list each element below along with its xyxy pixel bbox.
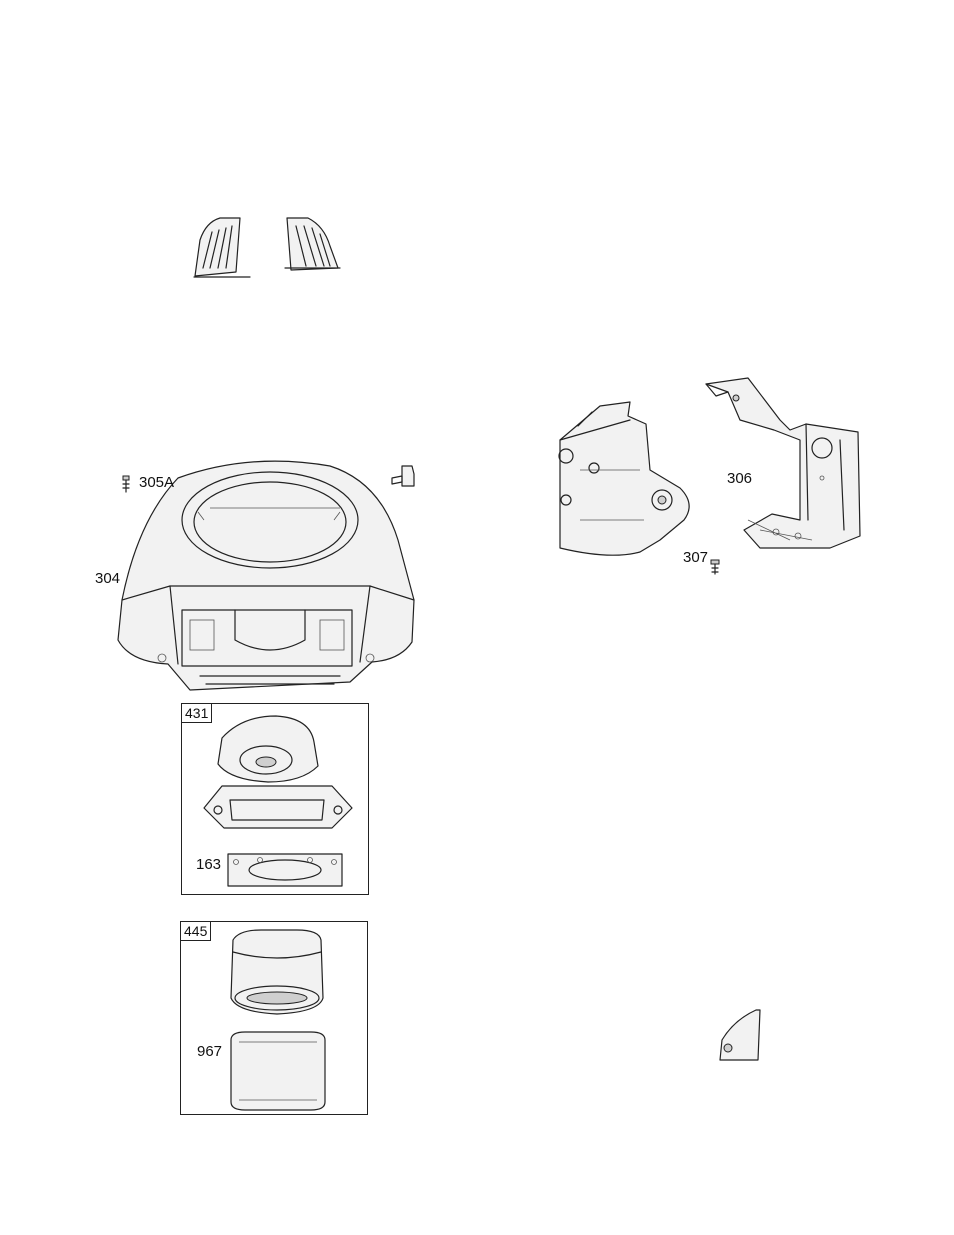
small-bracket: [720, 1010, 760, 1060]
kit-box-445: 445 967: [180, 921, 368, 1115]
engine-shroud-left: [559, 402, 689, 555]
part-label-163: 163: [196, 857, 221, 873]
grille-right: [285, 218, 340, 270]
part-label-307: 307: [683, 550, 708, 566]
grille-left: [194, 218, 250, 277]
engine-shroud-306: [706, 378, 860, 548]
part-label-304: 304: [95, 571, 120, 587]
pin-part: [392, 466, 414, 486]
screw-307: [711, 560, 719, 574]
air-filter-drawing: [181, 922, 367, 1114]
part-label-306: 306: [727, 471, 752, 487]
blower-housing-304: [118, 461, 414, 690]
part-label-967: 967: [197, 1044, 222, 1060]
screw-305a: [123, 476, 129, 492]
part-label-305a: 305A: [139, 475, 174, 491]
kit-box-431: 431 163: [181, 703, 369, 895]
